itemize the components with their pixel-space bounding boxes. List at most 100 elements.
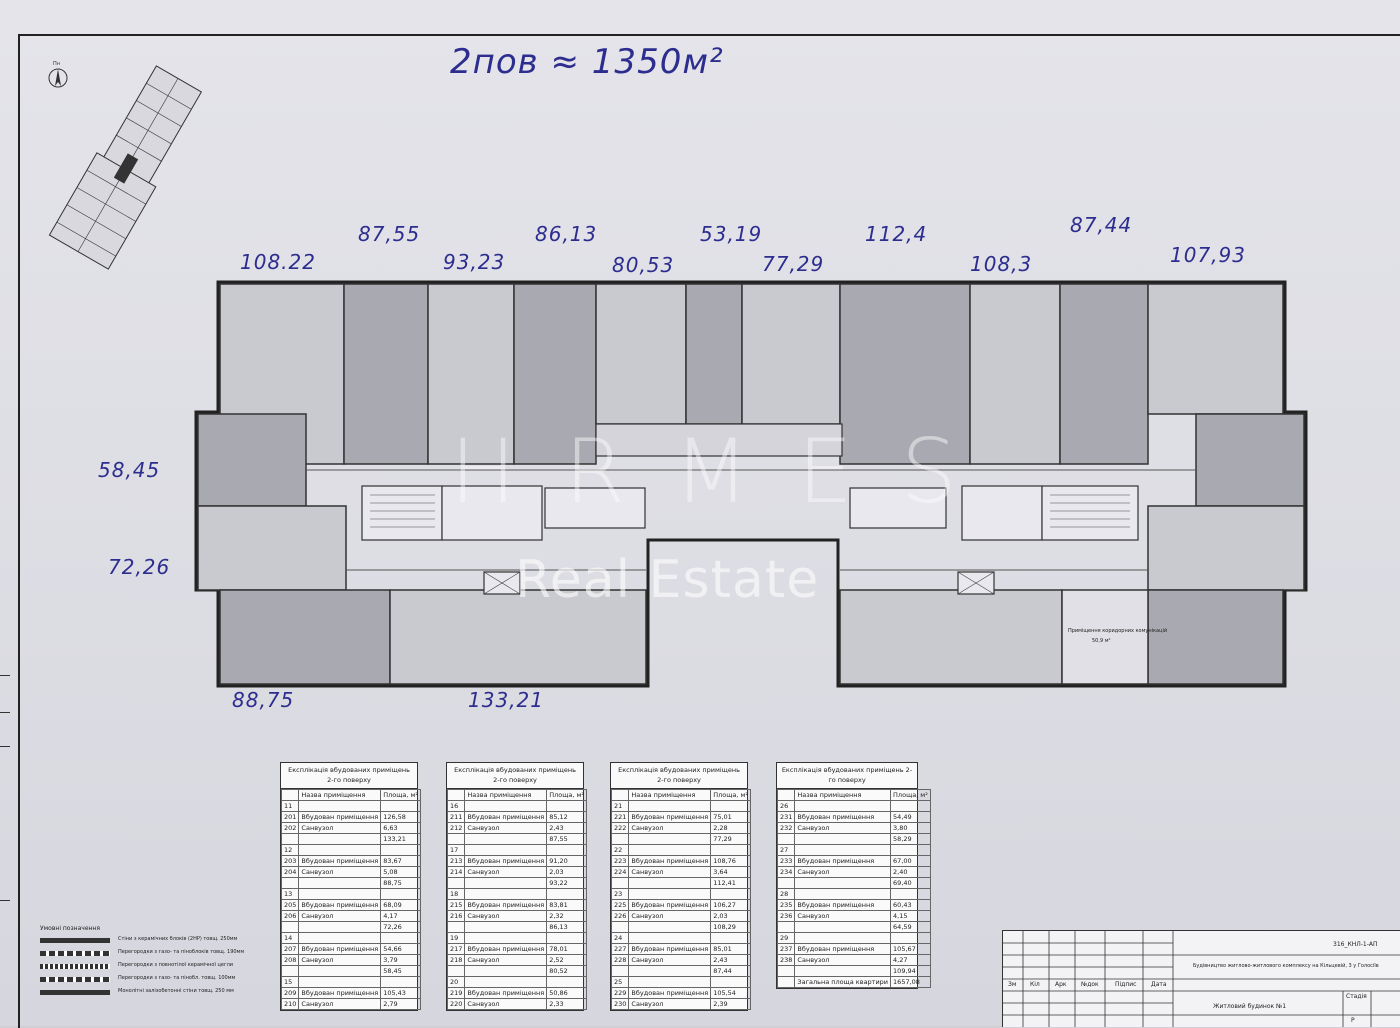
room-number: 213 [446,855,466,867]
room-area: 2,03 [710,910,751,922]
room-number: 211 [446,811,466,823]
room-area: 3,79 [380,954,421,966]
stamp-col: Дата [1151,981,1167,988]
floor-total-note: 2пов ≈ 1350м² [450,42,724,82]
room-area: 87,55 [546,833,587,845]
corridor: Приміщення коридорних комунікацій 50,9 м… [306,469,1196,644]
room-area [546,976,587,988]
table-row: 72,26 [280,921,421,933]
room-area: 2,79 [380,998,421,1010]
room-number: 226 [610,910,630,922]
room-area: 105,54 [710,987,751,999]
col-header: Площа, м² [890,789,931,801]
room-area: 3,64 [710,866,751,878]
room-name [298,800,382,812]
room-name [464,921,548,933]
legend-title: Умовні позначення [40,925,100,932]
room-name [464,976,548,988]
room-number: 225 [610,899,630,911]
room-number: 238 [776,954,796,966]
room-name [794,888,892,900]
room-number [610,877,630,889]
room-area [380,844,421,856]
room-area [890,800,931,812]
room-number: 218 [446,954,466,966]
area-note-top: 93,23 [443,250,506,274]
watermark-brand: HRMES [450,420,1005,523]
room-name [298,844,382,856]
table-row: 21 [610,800,751,812]
room-name: Санвузол [464,910,548,922]
table-title: Експлікація вбудованих приміщень 2-го по… [777,763,917,789]
room-name [794,965,892,977]
room-area: 2,43 [546,822,587,834]
room-name [628,844,712,856]
legend-item: Стіни з керамічних блоків (2НР) товщ. 25… [40,936,270,943]
room-name: Санвузол [794,866,892,878]
building-outline [194,280,1308,688]
stamp-col: Зм [1008,981,1017,988]
room-number: 25 [610,976,630,988]
room-name [628,833,712,845]
room-area: 72,26 [380,921,421,933]
room-area: 126,58 [380,811,421,823]
area-note-top: 77,29 [762,252,825,276]
room-area [710,844,751,856]
room-name: Санвузол [298,910,382,922]
table-row: 23 [610,888,751,900]
room-number [446,921,466,933]
legend-label: Перегородки з повнотілої керамічної цегл… [118,962,234,968]
room-area: 2,32 [546,910,587,922]
room-name: Вбудован приміщення [794,943,892,955]
room-number [446,833,466,845]
room-area: 2,39 [710,998,751,1010]
drawing-frame [18,34,1400,1028]
room-area: 5,08 [380,866,421,878]
room-area: 2,03 [546,866,587,878]
room-area [546,888,587,900]
room-name: Вбудован приміщення [464,811,548,823]
room-area: 108,29 [710,921,751,933]
room-number: 236 [776,910,796,922]
area-note-top: 80,53 [612,253,675,277]
room-number: 23 [610,888,630,900]
key-plan: Пн [48,61,203,270]
room-number: 229 [610,987,630,999]
room-name: Вбудован приміщення [298,943,382,955]
title-block-grid [1003,931,1400,1027]
room-name: Санвузол [628,910,712,922]
room-number: 212 [446,822,466,834]
table-title: Експлікація вбудованих приміщень 2-го по… [447,763,583,789]
north-arrow-icon [55,69,61,86]
room-name: Вбудован приміщення [628,987,712,999]
table-title: Експлікація вбудованих приміщень 2-го по… [611,763,747,789]
room-name: Вбудован приміщення [464,855,548,867]
room-number: 216 [446,910,466,922]
frame-tick [0,712,10,713]
corridor-label: Приміщення коридорних комунікацій [1068,627,1167,634]
room-area [710,932,751,944]
room-number: 217 [446,943,466,955]
table-row: 11 [280,800,421,812]
area-note-top: 108,3 [970,252,1033,276]
table-row: 19 [446,932,587,944]
room-area: 112,41 [710,877,751,889]
room-name: Санвузол [794,822,892,834]
room-area: 67,00 [890,855,931,867]
col-header: Назва приміщення [298,789,382,801]
room-area: 58,45 [380,965,421,977]
table-row: 16 [446,800,587,812]
area-note-top: 86,13 [535,222,598,246]
room-name [464,833,548,845]
